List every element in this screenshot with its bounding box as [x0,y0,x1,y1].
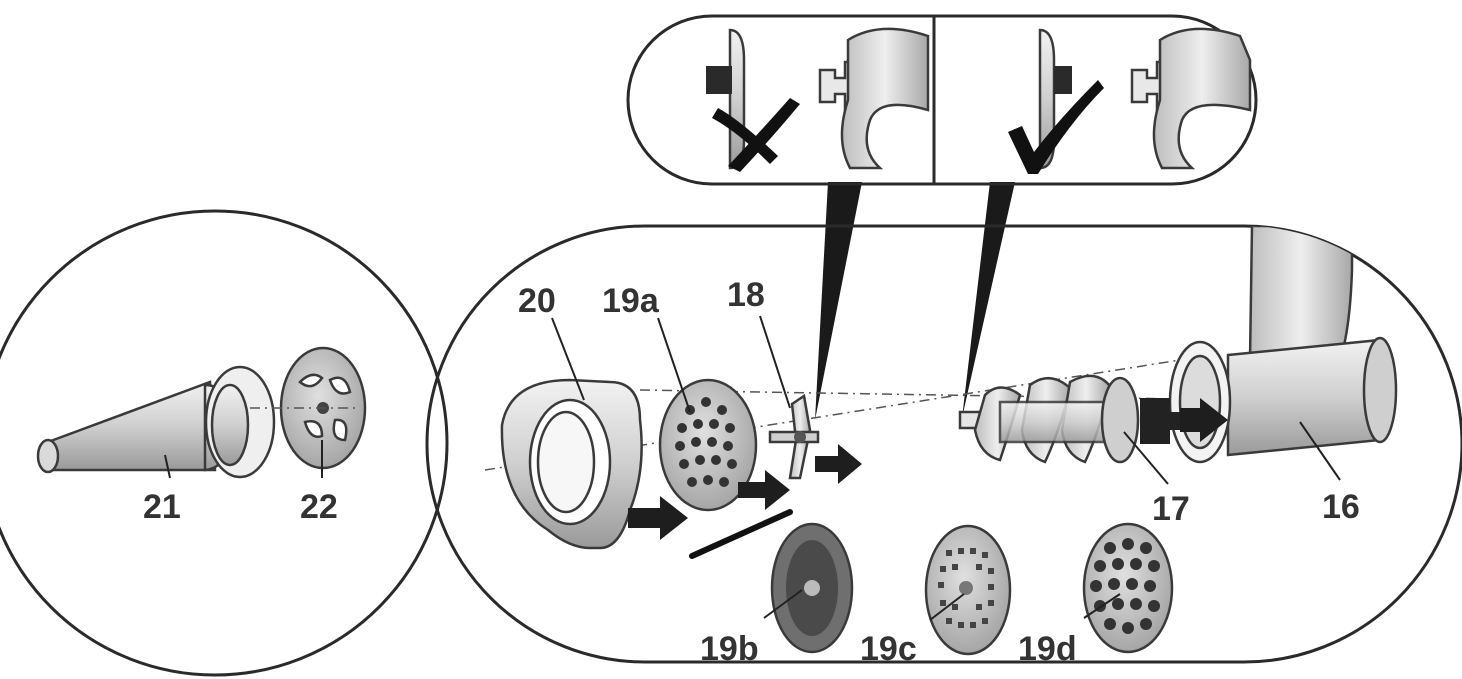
feed-screw [958,374,1228,464]
check-mark-icon [1008,80,1104,174]
disc-19b [770,522,854,654]
label-18: 18 [727,276,765,314]
ring-nut [500,378,643,550]
label-19b: 19b [700,630,759,668]
label-19c: 19c [860,630,917,668]
label-20: 20 [518,282,556,320]
incorrect-orientation-panel [706,27,930,172]
callout-pointer-right [962,182,1015,418]
sausage-nozzle [36,365,276,479]
label-22: 22 [300,488,338,526]
label-21: 21 [143,488,181,526]
cutting-blade [768,393,820,480]
callout-outline [626,14,1258,186]
grinder-assembly-panel: 20 19a 18 17 16 19b 19c 19d [425,224,1462,668]
label-19a: 19a [602,282,660,320]
label-19d: 19d [1018,630,1077,668]
label-16: 16 [1322,488,1360,526]
cross-mark-icon [712,98,800,172]
correct-orientation-panel [1008,27,1252,174]
disc-19d [1082,522,1174,654]
sausage-panel-outline [0,209,449,677]
callout-pointer-left [815,182,862,420]
perforated-disc-19a [658,378,758,512]
label-17: 17 [1152,490,1190,528]
sausage-attachment-panel: 21 22 [0,209,449,677]
disc-19c [924,524,1012,656]
grinder-panel-outline [425,224,1462,664]
blade-orientation-callout [626,14,1258,420]
